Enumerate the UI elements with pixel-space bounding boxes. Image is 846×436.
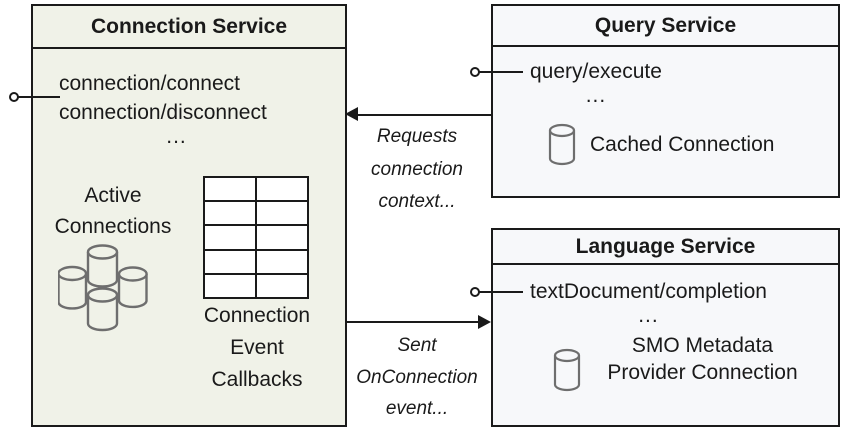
lollipop-interface-icon [9,92,19,102]
language-service-box: Language Service textDocument/completion… [491,228,840,427]
language-interface-line [479,290,523,293]
cached-connection-label: Cached Connection [590,132,775,156]
table-cell [205,202,255,225]
sent-onconnection-arrowhead [478,315,491,329]
connection-service-box: Connection Service connection/connect co… [31,4,347,427]
sent-onconnection-arrow-line [347,320,480,323]
callback-table-grid [203,176,309,299]
database-cluster-icon [58,244,148,332]
language-service-methods: textDocument/completion ... [530,277,767,326]
requests-connection-arrow-line [356,113,491,116]
active-connections-label: Active Connections [54,184,172,238]
smo-metadata-provider-connection-label: SMO Metadata Provider Connection [607,334,798,384]
table-cell [205,226,255,249]
query-service-box: Query Service query/execute ... Cached C… [491,4,840,198]
method-connection-connect: connection/connect [59,72,240,95]
lollipop-interface-icon [470,67,480,77]
connection-interface-line [18,95,60,98]
requests-connection-context-label: Requests connection context... [371,126,463,212]
more-methods-ellipsis: ... [585,84,607,107]
table-cell [257,226,307,249]
table-cell [205,274,255,297]
cached-connection-row: Cached Connection [548,123,774,166]
sent-onconnection-event-label: Sent OnConnection event... [356,335,478,419]
query-service-methods: query/execute ... [530,57,662,106]
table-cell [257,202,307,225]
method-connection-disconnect: connection/disconnect [59,101,267,124]
table-cell [257,250,307,273]
connection-service-title: Connection Service [33,6,345,49]
database-cylinder-icon [553,348,581,392]
database-cylinder-icon [548,123,576,166]
method-textdocument-completion: textDocument/completion [530,280,767,303]
table-cell [205,250,255,273]
table-cell [257,178,307,201]
lollipop-interface-icon [470,287,480,297]
table-cell [257,274,307,297]
more-methods-ellipsis: ... [166,125,187,148]
language-service-title: Language Service [493,230,838,265]
connection-service-methods: connection/connect connection/disconnect… [59,69,294,147]
query-service-title: Query Service [493,6,838,47]
table-cell [205,178,255,201]
requests-connection-arrowhead [345,107,358,121]
connection-event-callbacks-label: Connection Event Callbacks [203,304,311,391]
query-interface-line [479,70,523,73]
smo-metadata-row: SMO Metadata Provider Connection [553,334,810,392]
more-methods-ellipsis: ... [638,304,659,327]
method-query-execute: query/execute [530,60,662,83]
